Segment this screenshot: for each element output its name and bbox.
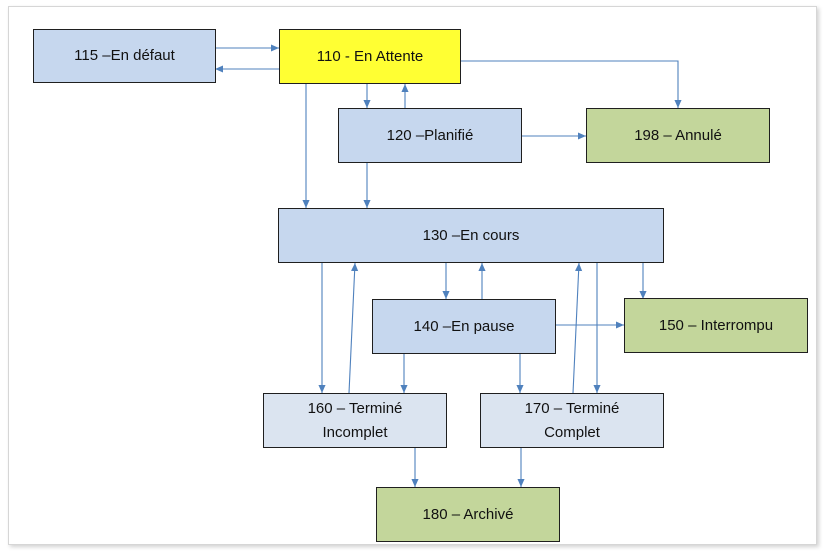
node-180-label: 180 – Archivé xyxy=(422,505,514,523)
node-198-annule: 198 – Annulé xyxy=(586,108,770,163)
node-140-label: 140 –En pause xyxy=(413,317,515,335)
node-150-interrompu: 150 – Interrompu xyxy=(624,298,808,353)
diagram-frame xyxy=(8,6,817,545)
node-120-label: 120 –Planifié xyxy=(386,126,474,144)
arrow-170-to-130 xyxy=(572,262,583,394)
node-115-label: 115 –En défaut xyxy=(74,47,175,65)
node-170-termine-complet: 170 – Terminé Complet xyxy=(480,393,664,448)
node-170-label: 170 – Terminé Complet xyxy=(524,400,620,441)
arrow-110-to-198 xyxy=(461,60,682,108)
node-110-label: 110 - En Attente xyxy=(316,47,424,65)
node-130-en-cours: 130 –En cours xyxy=(278,208,664,263)
node-198-label: 198 – Annulé xyxy=(634,126,722,144)
node-110-en-attente: 110 - En Attente xyxy=(279,29,461,84)
node-140-en-pause: 140 –En pause xyxy=(372,299,556,354)
node-115-en-defaut: 115 –En défaut xyxy=(33,29,216,83)
node-130-label: 130 –En cours xyxy=(422,226,520,244)
node-180-archive: 180 – Archivé xyxy=(376,487,560,542)
node-120-planifie: 120 –Planifié xyxy=(338,108,522,163)
node-160-label: 160 – Terminé Incomplet xyxy=(307,400,403,441)
node-150-label: 150 – Interrompu xyxy=(658,316,774,334)
arrow-160-to-130 xyxy=(348,262,359,394)
node-160-termine-incomplet: 160 – Terminé Incomplet xyxy=(263,393,447,448)
